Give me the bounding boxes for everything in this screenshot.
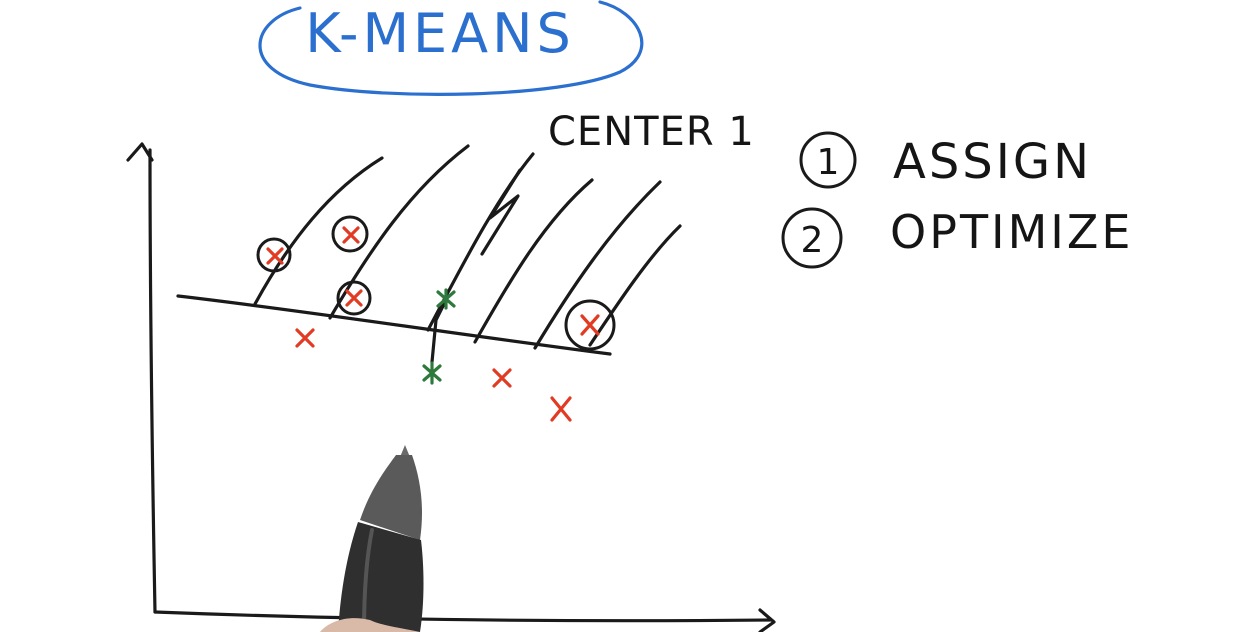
- title-text: K-MEANS: [305, 2, 575, 65]
- center-label: CENTER 1: [548, 109, 755, 155]
- title-group: K-MEANS: [258, 0, 644, 96]
- pen-cone: [360, 455, 423, 540]
- title-ellipse: [258, 0, 644, 96]
- red-x-marker: [342, 226, 360, 244]
- step-number: 1: [817, 142, 840, 183]
- red-x-marker: [266, 247, 284, 265]
- steps-list: 1 ASSIGN 2 OPTIMIZE: [781, 131, 1133, 269]
- cluster-centers: [422, 288, 456, 385]
- hatch-line: [328, 144, 470, 320]
- red-x-marker: [345, 289, 363, 307]
- step-label: OPTIMIZE: [890, 205, 1133, 259]
- red-x-marker: [492, 368, 512, 388]
- x-axis: [153, 610, 772, 623]
- center-arrow-scribble: [480, 168, 522, 256]
- step-label: ASSIGN: [893, 134, 1092, 190]
- hatch-line: [533, 180, 662, 350]
- center-move-arrow: [430, 298, 448, 364]
- hatch-line: [253, 156, 384, 306]
- green-star-marker: [422, 361, 442, 385]
- step-number-circle: [781, 207, 843, 269]
- assigned-point-circle: [564, 299, 616, 351]
- x-axis-arrow: [758, 608, 776, 632]
- hatch-lines: [253, 144, 682, 350]
- assigned-point-circle: [256, 237, 292, 273]
- assigned-point-circle: [336, 280, 372, 316]
- green-star-marker: [436, 288, 456, 310]
- axes: [126, 142, 776, 632]
- red-x-marker: [550, 396, 572, 422]
- red-x-marker: [580, 314, 600, 336]
- hand: [320, 618, 420, 632]
- red-x-marker: [295, 328, 315, 348]
- assigned-points: [256, 215, 616, 351]
- step-number: 2: [801, 220, 824, 261]
- other-points: [295, 328, 572, 422]
- pen-body: [338, 522, 424, 632]
- hatch-line: [588, 224, 682, 347]
- decision-boundary: [176, 294, 612, 356]
- stylus-pen-icon: [320, 445, 424, 632]
- hatch-line: [473, 178, 594, 344]
- y-axis: [148, 148, 157, 614]
- assigned-point-circle: [331, 215, 369, 253]
- step-number-circle: [799, 131, 857, 189]
- y-axis-arrow: [126, 142, 154, 162]
